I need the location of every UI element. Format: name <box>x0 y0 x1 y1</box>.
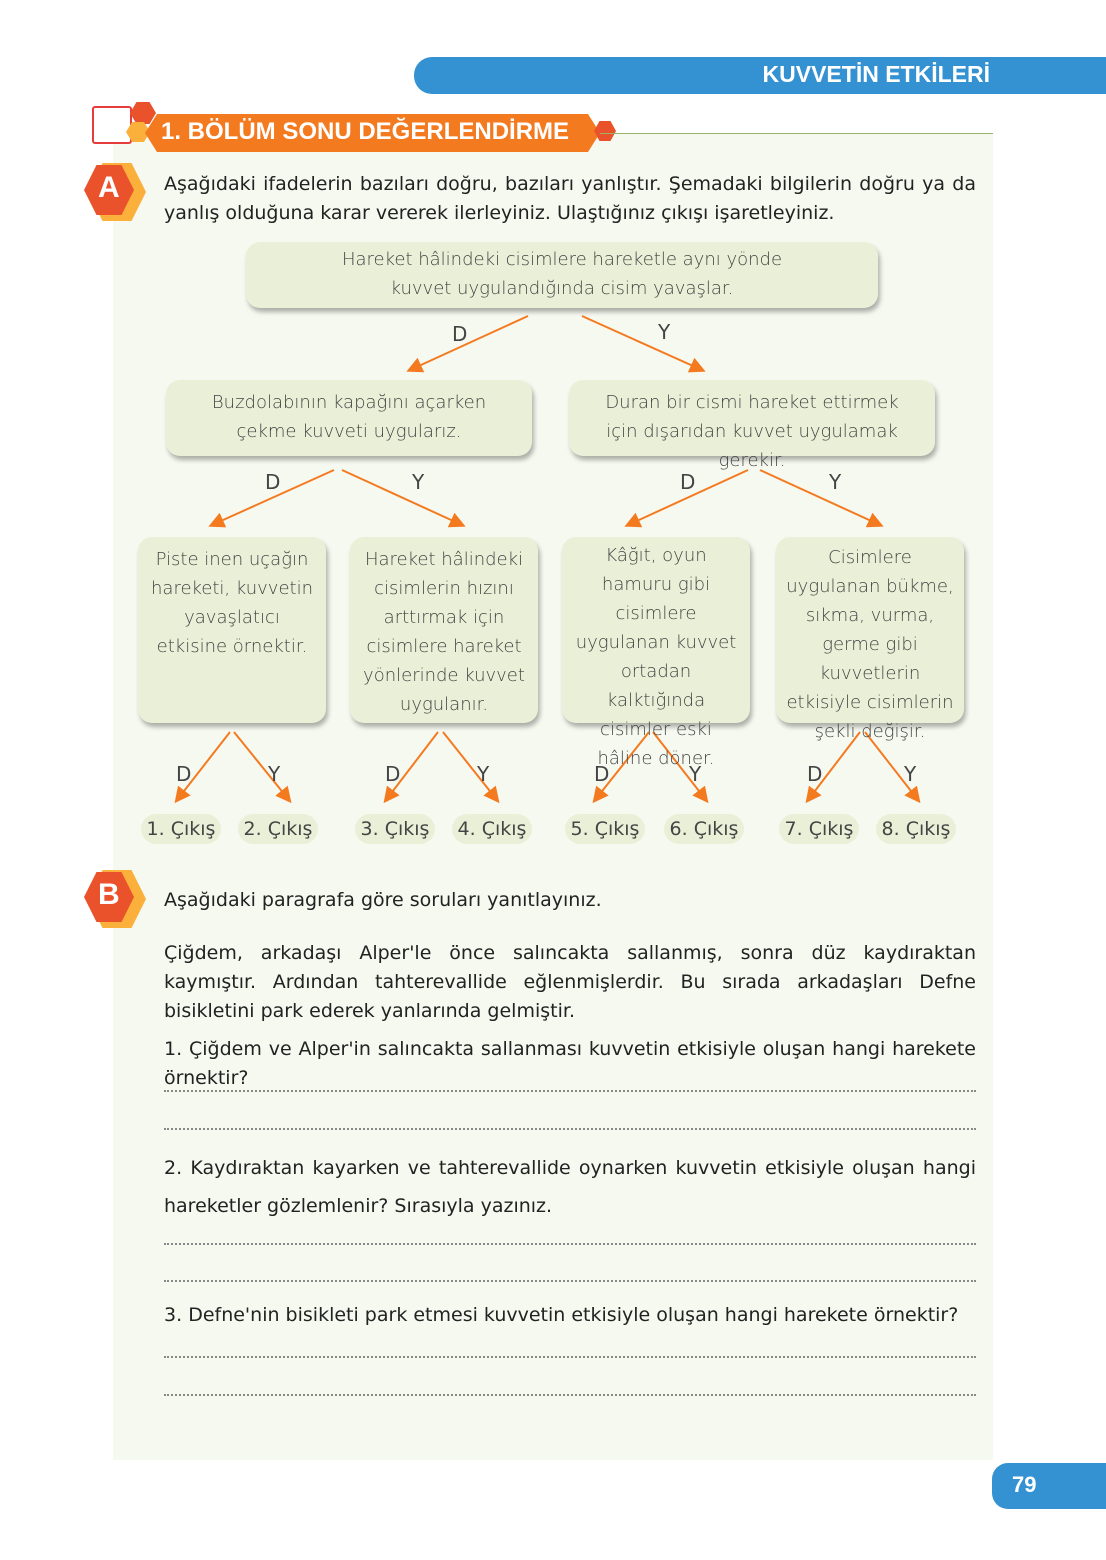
question-2: 2. Kaydıraktan kayarken ve tahterevallid… <box>164 1157 976 1217</box>
false-label: Y <box>477 762 490 786</box>
exit-8[interactable]: 8. Çıkış <box>876 814 956 844</box>
true-label: D <box>594 762 610 786</box>
section-title-bar: 1. BÖLÜM SONU DEĞERLENDİRME <box>145 114 600 152</box>
answer-line[interactable] <box>164 1280 976 1282</box>
badge-a: A <box>84 163 146 221</box>
exit-6[interactable]: 6. Çıkış <box>664 814 744 844</box>
statement-3-4: Cisimlere uygulanan bükme, sıkma, vurma,… <box>776 537 964 742</box>
flow-arrow <box>233 731 292 804</box>
paragraph: Çiğdem, arkadaşı Alper'le önce salıncakt… <box>164 942 976 1022</box>
flow-arrow <box>592 731 650 804</box>
false-label: Y <box>412 470 425 494</box>
flow-arrow <box>406 315 529 373</box>
exit-7[interactable]: 7. Çıkış <box>779 814 859 844</box>
flow-arrow <box>208 469 335 528</box>
flow-arrow <box>341 469 466 528</box>
page-number: 79 <box>1012 1472 1037 1497</box>
true-label: D <box>265 470 281 494</box>
answer-line[interactable] <box>164 1090 976 1092</box>
section-title: 1. BÖLÜM SONU DEĞERLENDİRME <box>161 118 570 145</box>
answer-line[interactable] <box>164 1394 976 1396</box>
chapter-header: KUVVETİN ETKİLERİ <box>414 57 1106 94</box>
decor-hex <box>594 121 616 141</box>
false-label: Y <box>904 762 917 786</box>
flow-arrow <box>581 315 706 373</box>
statement-3-3: Kâğıt, oyun hamuru gibi cisimlere uygula… <box>562 537 750 769</box>
exit-5[interactable]: 5. Çıkış <box>565 814 645 844</box>
flow-arrow <box>174 731 231 804</box>
exit-4[interactable]: 4. Çıkış <box>452 814 532 844</box>
true-label: D <box>385 762 401 786</box>
answer-line[interactable] <box>164 1243 976 1245</box>
chapter-title: KUVVETİN ETKİLERİ <box>762 61 990 87</box>
false-label: Y <box>829 470 842 494</box>
statement-2-1: Buzdolabının kapağını açarken çekme kuvv… <box>166 380 532 456</box>
question-1: 1. Çiğdem ve Alper'in salıncakta sallanm… <box>164 1038 976 1089</box>
statement-2-2: Duran bir cismi hareket ettirmek için dı… <box>569 380 935 471</box>
divider <box>600 133 993 134</box>
statement-3-2: Hareket hâlindeki cisimlerin hızını artt… <box>350 537 538 723</box>
flow-arrow <box>624 469 749 528</box>
flow-arrow <box>759 469 884 528</box>
instruction-b: Aşağıdaki paragrafa göre soruları yanıtl… <box>164 889 602 911</box>
true-label: D <box>176 762 192 786</box>
flow-arrow <box>442 731 500 804</box>
false-label: Y <box>689 762 702 786</box>
decor-hex <box>130 102 156 124</box>
true-label: D <box>807 762 823 786</box>
flow-arrow <box>864 731 921 804</box>
page-number-badge: 79 <box>992 1463 1106 1509</box>
root-statement: Hareket hâlindeki cisimlere hareketle ay… <box>246 242 878 308</box>
exit-2[interactable]: 2. Çıkış <box>238 814 318 844</box>
statement-3-1: Piste inen uçağın hareketi, kuvvetin yav… <box>138 537 326 723</box>
answer-line[interactable] <box>164 1356 976 1358</box>
instruction-a: Aşağıdaki ifadelerin bazıları doğru, baz… <box>164 173 976 224</box>
true-label: D <box>452 322 468 346</box>
badge-b: B <box>84 870 146 928</box>
flow-arrow <box>805 731 861 804</box>
flow-arrow <box>383 731 439 804</box>
false-label: Y <box>658 320 671 344</box>
true-label: D <box>680 470 696 494</box>
exit-1[interactable]: 1. Çıkış <box>141 814 221 844</box>
answer-line[interactable] <box>164 1128 976 1130</box>
flow-arrow <box>652 731 709 804</box>
content-panel <box>113 133 993 1460</box>
question-3: 3. Defne'nin bisikleti park etmesi kuvve… <box>164 1304 959 1326</box>
decor-hex <box>126 122 150 142</box>
false-label: Y <box>268 762 281 786</box>
exit-3[interactable]: 3. Çıkış <box>355 814 435 844</box>
